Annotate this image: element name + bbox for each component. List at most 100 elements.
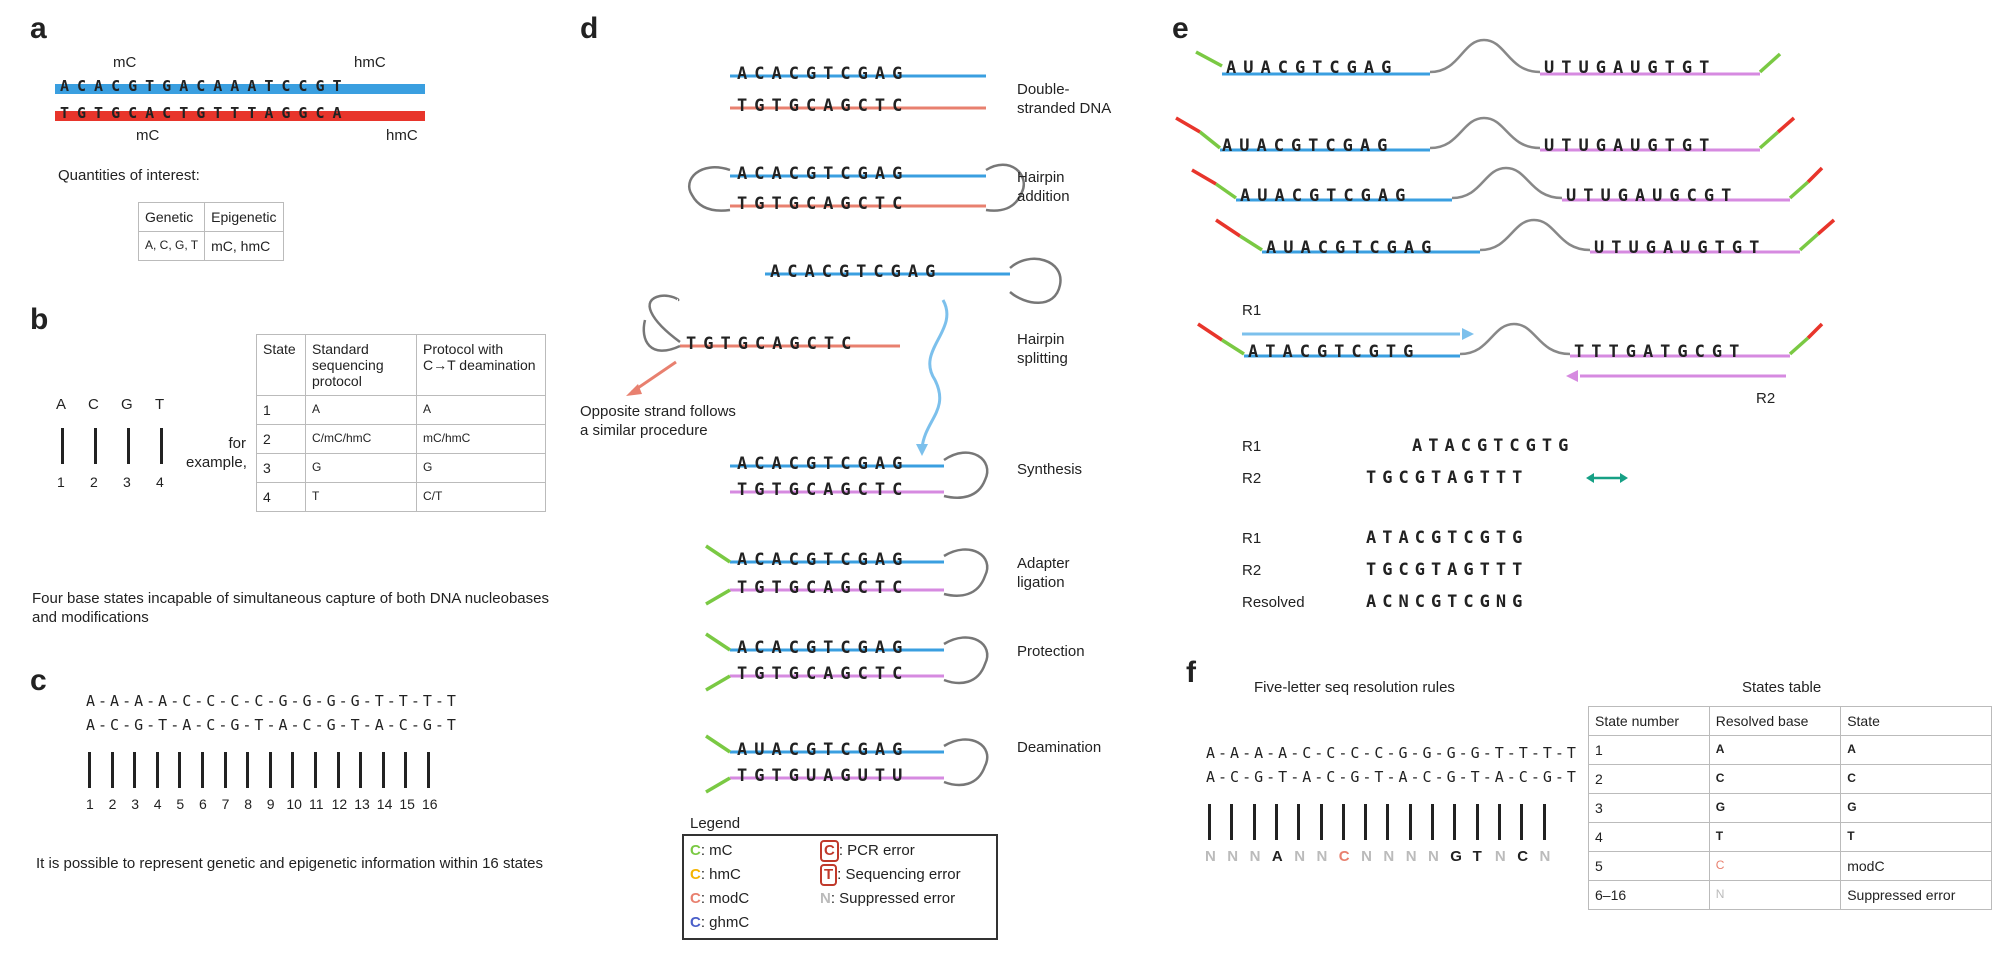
- table-cell: 2: [1588, 764, 1710, 794]
- f-tick: [1408, 804, 1412, 840]
- legend-seq-error: T: Sequencing error: [820, 864, 961, 886]
- f-tick: [1208, 804, 1211, 840]
- f-resolved-letter: N: [1205, 848, 1216, 865]
- base-a: A: [56, 396, 67, 413]
- f-row2: A-C-G-T-A-C-G-T-A-C-G-T-A-C-G-T: [1206, 768, 1579, 786]
- legend-title: Legend: [690, 815, 741, 832]
- state-table: State Standard sequencing protocol Proto…: [256, 334, 546, 512]
- c-number: 12: [331, 796, 348, 812]
- d-s3-top: ACACGTCGAG: [770, 262, 943, 282]
- f-tick: [1230, 804, 1234, 840]
- step-hairpin-splitting: Hairpin splitting: [1017, 331, 1068, 367]
- top-strand-seq: ACACGTGACAAATCCGT: [60, 77, 350, 95]
- step-double-stranded: Double- stranded DNA: [1017, 81, 1112, 117]
- td-epigenetic: mC, hmC: [204, 231, 284, 261]
- c-number: 5: [176, 796, 185, 812]
- table-cell: A: [305, 395, 417, 425]
- f-resolved-letter: N: [1405, 848, 1417, 865]
- states-table-title: States table: [1742, 679, 1822, 696]
- e-r3-left: AUACGTCGAG: [1240, 186, 1413, 206]
- legend-ghmc: C: ghmC: [690, 914, 750, 931]
- align2-r2-label: R2: [1242, 562, 1262, 579]
- c-row1: A-A-A-A-C-C-C-C-G-G-G-G-T-T-T-T: [86, 692, 459, 710]
- f-tick: [1252, 804, 1256, 840]
- th-state-number: State number: [1588, 706, 1710, 736]
- tick-1: [61, 428, 64, 464]
- num-1: 1: [57, 474, 65, 490]
- align1-r1-label: R1: [1242, 438, 1262, 455]
- panel-b-letter: b: [30, 303, 49, 336]
- f-tick: [1319, 804, 1323, 840]
- f-resolved-letter: N: [1316, 848, 1328, 865]
- d-s6-bottom: TGTGCAGCTC: [737, 664, 910, 684]
- quantities-table: Genetic Epigenetic A, C, G, T mC, hmC: [137, 202, 284, 261]
- legend-hmc: C: hmC: [690, 866, 741, 883]
- panel-a-letter: a: [30, 12, 47, 45]
- f-tick: [1341, 804, 1345, 840]
- rules-title: Five-letter seq resolution rules: [1254, 679, 1455, 696]
- f-tick: [1431, 804, 1434, 840]
- f-resolved-letter: T: [1472, 848, 1482, 865]
- align2-resolved-label: Resolved: [1242, 594, 1305, 611]
- d-s4-bottom: TGTGCAGCTC: [737, 480, 910, 500]
- f-tick: [1453, 804, 1457, 840]
- f-tick: [1364, 804, 1368, 840]
- table-cell: N: [1708, 880, 1842, 910]
- c-tick: [291, 752, 295, 788]
- bottom-mc-label: mC: [136, 127, 160, 144]
- table-cell: 1: [1588, 735, 1710, 765]
- num-3: 3: [123, 474, 131, 490]
- opposite-strand-note: Opposite strand follows a similar proced…: [580, 403, 736, 439]
- d-s2-bottom: TGTGCAGCTC: [737, 194, 910, 214]
- f-resolved-letter: N: [1294, 848, 1306, 865]
- quantities-label: Quantities of interest:: [58, 167, 200, 184]
- d-s6-top: ACACGTCGAG: [737, 638, 910, 658]
- th-epigenetic: Epigenetic: [204, 202, 284, 232]
- tick-2: [94, 428, 97, 464]
- f-tick: [1386, 804, 1390, 840]
- c-number: 14: [376, 796, 393, 812]
- f-resolved-letter: N: [1383, 848, 1395, 865]
- c-number: 8: [244, 796, 252, 812]
- table-cell: A: [1840, 735, 1992, 765]
- table-cell: C/mC/hmC: [305, 424, 417, 454]
- c-tick: [314, 752, 317, 788]
- c-number: 3: [131, 796, 139, 812]
- c-tick: [359, 752, 363, 788]
- bottom-strand-seq: TGTGCACTGTTTAGGCA: [60, 104, 350, 122]
- d-s3-bottom: TGTGCAGCTC: [686, 334, 859, 354]
- f-resolved-letter: N: [1249, 848, 1261, 865]
- step-deamination: Deamination: [1017, 739, 1102, 756]
- c-tick: [381, 752, 385, 788]
- table-cell: A: [416, 395, 546, 425]
- d-s4-top: ACACGTCGAG: [737, 454, 910, 474]
- c-tick: [133, 752, 137, 788]
- e-r3-right: UTUGAUGCGT: [1566, 186, 1739, 206]
- f-resolved-letter: A: [1271, 848, 1283, 865]
- align2-r1-label: R1: [1242, 530, 1262, 547]
- table-cell: 4: [1588, 822, 1710, 852]
- c-tick: [427, 752, 430, 788]
- table-cell: modC: [1840, 851, 1992, 881]
- step-adapter-ligation: Adapter ligation: [1017, 555, 1070, 591]
- c-tick: [201, 752, 204, 788]
- bottom-strand-bar: [55, 111, 425, 121]
- c-tick: [223, 752, 227, 788]
- table-cell: C: [1840, 764, 1992, 794]
- c-tick: [336, 752, 340, 788]
- e-r5-right: TTTGATGCGT: [1574, 342, 1747, 362]
- e-r1-arrow-label: R1: [1242, 302, 1262, 319]
- f-tick: [1497, 804, 1501, 840]
- c-number: 11: [309, 796, 324, 812]
- th-resolved-base: Resolved base: [1708, 706, 1842, 736]
- c-tick: [88, 752, 91, 788]
- d-s7-top: AUACGTCGAG: [737, 740, 910, 760]
- num-2: 2: [90, 474, 98, 490]
- f-row1: A-A-A-A-C-C-C-C-G-G-G-G-T-T-T-T: [1206, 744, 1579, 762]
- e-r2-right: UTUGAUGTGT: [1544, 136, 1717, 156]
- panel-d-letter: d: [580, 12, 599, 45]
- legend-modc: C: modC: [690, 890, 750, 907]
- d-s5-top: ACACGTCGAG: [737, 550, 910, 570]
- top-hmc-label: hmC: [354, 54, 386, 71]
